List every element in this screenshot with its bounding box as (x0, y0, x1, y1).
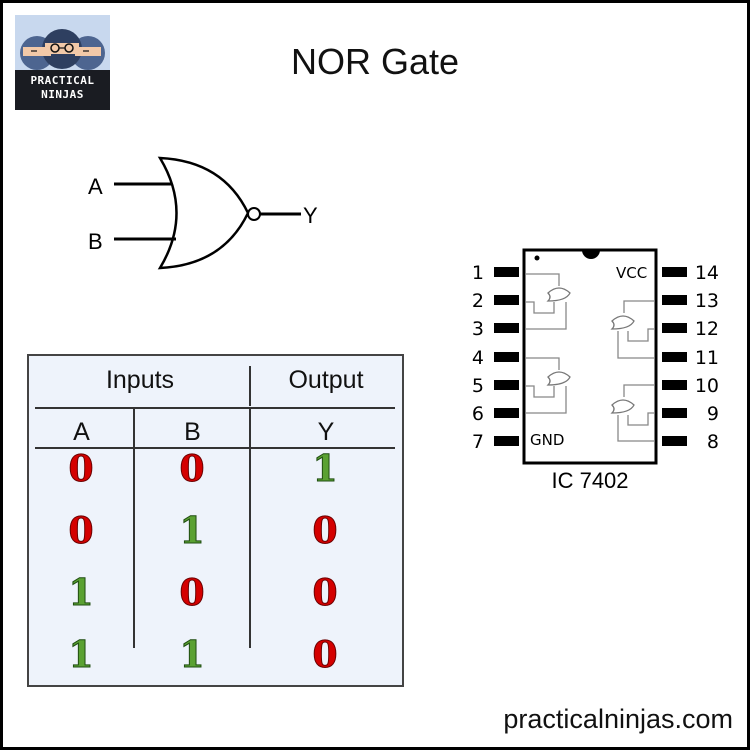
practical-ninjas-logo: PRACTICAL NINJAS (15, 15, 110, 110)
truth-table-cell: 0 (312, 572, 338, 615)
pin-2 (494, 295, 519, 305)
pin-label: 6 (472, 403, 484, 425)
truth-table-cell: 0 (68, 448, 94, 491)
pin-9 (662, 408, 687, 418)
pin-label: 1 (472, 262, 484, 284)
vcc-label: VCC (616, 264, 647, 282)
pin-label: 9 (707, 403, 719, 425)
page-title: NOR Gate (290, 41, 460, 82)
divider (133, 408, 135, 648)
pin-label: 2 (472, 290, 484, 312)
truth-table-cell: 0 (179, 448, 205, 491)
input-a-label: A (88, 174, 103, 199)
truth-table-cell: 0 (312, 510, 338, 553)
column-b-header: B (184, 418, 201, 446)
header-output: Output (288, 366, 364, 394)
pin-8 (662, 436, 687, 446)
pin-label: 14 (695, 262, 719, 284)
pin-7 (494, 436, 519, 446)
truth-table-cell: 0 (312, 634, 338, 677)
truth-table-cell: 1 (68, 572, 94, 615)
pin-13 (662, 295, 687, 305)
pin-1 (494, 267, 519, 277)
pin-11 (662, 352, 687, 362)
pin-label: 5 (472, 375, 484, 397)
divider (35, 447, 395, 449)
header-inputs: Inputs (105, 366, 175, 394)
ninja-faces-icon (20, 29, 105, 70)
pin-6 (494, 408, 519, 418)
divider (249, 366, 251, 406)
logo-text: PRACTICAL NINJAS (15, 70, 110, 110)
website-url: practicalninjas.com (503, 704, 733, 734)
pin-label: 11 (695, 347, 719, 369)
pin-12 (662, 323, 687, 333)
pin-label: 13 (695, 290, 719, 312)
pin-4 (494, 352, 519, 362)
inversion-bubble (247, 207, 261, 221)
divider (35, 407, 395, 409)
pin-10 (662, 380, 687, 390)
internal-gates (526, 273, 654, 442)
column-y-header: Y (317, 418, 335, 446)
nor-gate-body (157, 156, 250, 270)
truth-table-cell: 1 (68, 634, 94, 677)
truth-table: Inputs Output A B Y 0 0 1 0 1 0 1 0 0 1 1 0 (27, 354, 404, 687)
pin-5 (494, 380, 519, 390)
truth-table-cell: 1 (312, 448, 338, 491)
pin-3 (494, 323, 519, 333)
pin-label: 7 (472, 431, 484, 453)
gnd-label: GND (530, 431, 564, 449)
pin-label: 12 (695, 318, 719, 340)
ic-name: IC 7402 (551, 468, 628, 493)
column-a-header: A (73, 418, 90, 446)
truth-table-cell: 0 (179, 572, 205, 615)
truth-table-cell: 0 (68, 510, 94, 553)
truth-table-cell: 1 (179, 634, 205, 677)
nor-gate-symbol: A B Y (88, 156, 318, 270)
output-y-label: Y (303, 203, 318, 228)
pin-label: 3 (472, 318, 484, 340)
pin-label: 4 (472, 347, 484, 369)
logo-text-line2: NINJAS (41, 88, 84, 101)
pin-label: 8 (707, 431, 719, 453)
ic-notch (582, 250, 600, 259)
pin1-dot (534, 255, 540, 261)
pin-label: 10 (695, 375, 719, 397)
input-b-label: B (88, 229, 103, 254)
truth-table-cell: 1 (179, 510, 205, 553)
pin-14 (662, 267, 687, 277)
divider (249, 408, 251, 648)
ic-package (522, 248, 658, 465)
logo-text-line1: PRACTICAL (30, 74, 95, 87)
